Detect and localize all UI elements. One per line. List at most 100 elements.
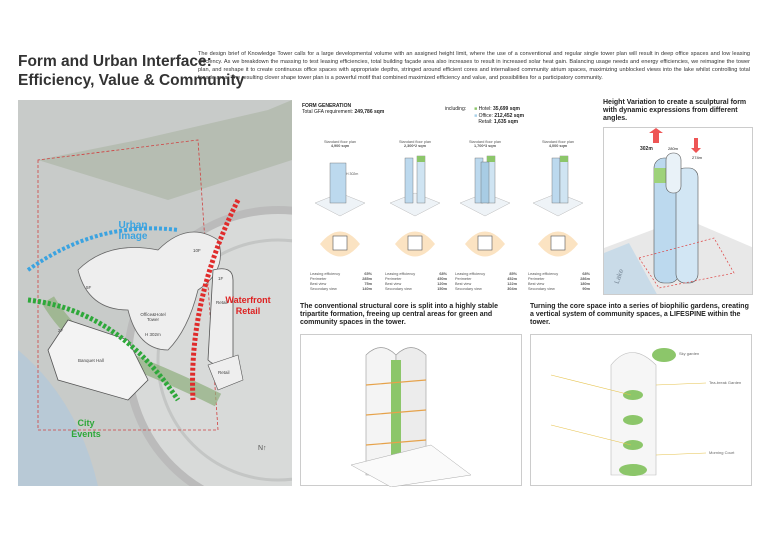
stat-row: Secondary view 150m (385, 287, 447, 292)
page-title: Form and Urban Interface: Efficiency, Va… (18, 52, 244, 90)
stat-label: Perimeter (310, 277, 327, 281)
floor-1f: 1F (218, 276, 224, 281)
floor-5f: 5F (86, 285, 92, 290)
stat-row: Best view 120m (385, 282, 447, 287)
stat-value: 65% (364, 272, 372, 276)
city-events-label: City Events (71, 418, 101, 439)
hotel-label: Hotel: (478, 106, 492, 112)
stat-label: Leasing efficiency (385, 272, 416, 276)
stat-value: 90m (582, 287, 590, 291)
hotel-value: 35,699 sqm (493, 106, 520, 112)
height-note: H 302m (346, 172, 359, 176)
retail-label: Retail: (478, 119, 493, 125)
massing-drawing (459, 155, 511, 217)
stat-label: Leasing efficiency (310, 272, 341, 276)
stat-label: Best view (528, 282, 545, 286)
floor-2f: 2F (58, 328, 64, 333)
stat-label: Best view (385, 282, 402, 286)
stat-row: Leasing efficiency 85% (455, 272, 517, 277)
stat-value: 286m (580, 277, 590, 281)
stat-value: 452m (507, 277, 517, 281)
gfa-breakdown: including: ■ Hotel: 35,699 sqm ■ Office:… (445, 106, 525, 125)
plan-option: Standard floor plan 4,900 sqm (310, 140, 370, 265)
retail-label: Retail (216, 300, 228, 305)
plan-view-drawing (538, 231, 578, 257)
stat-value: 68% (582, 272, 590, 276)
intro-paragraph: The design brief of Knowledge Tower call… (198, 51, 750, 81)
massing-drawing (532, 155, 584, 217)
height-274: 274m (692, 155, 703, 160)
city-events-arrow (27, 297, 181, 402)
stat-label: Perimeter (528, 277, 545, 281)
stat-value: 304m (507, 287, 517, 291)
stat-value: 180m (580, 282, 590, 286)
stat-row: Best view 180m (528, 282, 590, 287)
lifespine-drawing (550, 348, 707, 476)
stat-row: Secondary view 140m (310, 287, 372, 292)
plan-label: Standard floor plan (541, 140, 575, 144)
plan-area: 2,300*2 sqm (404, 144, 426, 148)
stat-value: 150m (437, 287, 447, 291)
height-variation-diagram: 302m 280m 274m Lake (603, 127, 753, 295)
plan-option: Standard floor plan 2,300*2 sqm (385, 140, 445, 265)
plan-option: Standard floor plan 1,700*3 sqm (455, 140, 515, 265)
floor-10f: 10F (193, 248, 201, 253)
stat-label: Best view (310, 282, 327, 286)
stat-value: 75m (364, 282, 372, 286)
urban-image-label: Urban Image (118, 220, 148, 242)
gfa-value: 249,786 sqm (354, 109, 385, 115)
stat-row: Perimeter 450m (385, 277, 447, 282)
plan-label: Standard floor plan (398, 140, 432, 144)
stat-value: 450m (437, 277, 447, 281)
stat-label: Secondary view (310, 287, 337, 291)
title-line-2: Efficiency, Value & Community (18, 72, 245, 89)
stat-value: 140m (362, 287, 372, 291)
office-value: 212,452 sqm (494, 112, 525, 119)
plan-area: 1,700*3 sqm (474, 144, 496, 148)
stat-value: 85% (509, 272, 517, 276)
stat-label: Secondary view (528, 287, 555, 291)
stat-value: 68% (439, 272, 447, 276)
core-caption: The conventional structural core is spli… (300, 303, 498, 326)
stat-label: Secondary view (385, 287, 412, 291)
stat-label: Leasing efficiency (455, 272, 486, 276)
stat-label: Leasing efficiency (528, 272, 559, 276)
plan-view-drawing (320, 231, 360, 257)
lifespine-caption: Turning the core space into a series of … (530, 303, 749, 326)
stat-label: Perimeter (385, 277, 402, 281)
plan-view-drawing (395, 231, 435, 257)
banquet-hall-label: Banquet Hall (78, 358, 104, 363)
plan-option: Standard floor plan 4,000 sqm (528, 140, 588, 265)
north-arrow-icon: N↑ (258, 445, 267, 452)
label-morning-court: Morning Court (709, 450, 735, 455)
label-tea-break-garden: Tea-break Garden (709, 380, 742, 385)
height-302: 302m (640, 146, 653, 152)
stat-label: Best view (455, 282, 472, 286)
site-plan: Urban Image Waterfront Retail City Event… (18, 100, 292, 486)
including-label: including: (445, 106, 467, 112)
title-line-1: Form and Urban Interface: (18, 53, 212, 70)
plan-view-drawing (465, 231, 505, 257)
height-variation-caption: Height Variation to create a sculptural … (603, 99, 747, 122)
stat-row: Best view 75m (310, 282, 372, 287)
waterfront-retail-label: Waterfront Retail (225, 295, 271, 316)
core-diagram (300, 334, 522, 488)
plan-area: 4,900 sqm (330, 144, 350, 148)
plan-area: 4,000 sqm (548, 144, 568, 148)
core-tower-drawing (350, 347, 472, 488)
retail-label-2: Retail (218, 370, 230, 375)
lifespine-diagram: Sky garden Tea-break Garden Morning Cour… (530, 334, 752, 486)
stat-row: Perimeter 286m (528, 277, 590, 282)
stat-value: 120m (437, 282, 447, 286)
tower-height-label: H 302m (145, 332, 161, 337)
stat-row: Secondary view 90m (528, 287, 590, 292)
plan-label: Standard floor plan (468, 140, 502, 144)
massing-drawing (314, 162, 366, 217)
form-generation-heading: FORM GENERATION (302, 103, 352, 109)
